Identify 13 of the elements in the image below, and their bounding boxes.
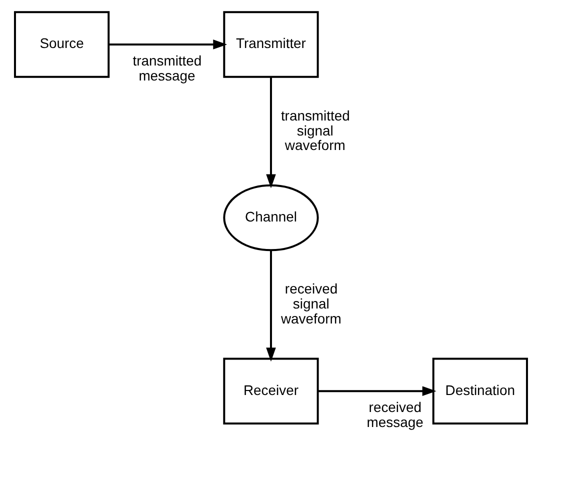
edge-label: transmitted message [132, 52, 202, 84]
node-box: Source [14, 11, 110, 78]
arrow [266, 250, 276, 362]
arrow [266, 76, 276, 188]
node-ellipse: Channel [222, 184, 318, 252]
node-box: Receiver [222, 358, 318, 424]
edge-label: received signal waveform [280, 280, 341, 327]
edge-label: transmitted signal waveform [280, 107, 350, 154]
arrow [317, 386, 436, 396]
node-box: Transmitter [222, 11, 318, 78]
node-box: Destination [432, 358, 528, 424]
edge-label: received message [366, 399, 423, 430]
arrow [108, 40, 227, 50]
